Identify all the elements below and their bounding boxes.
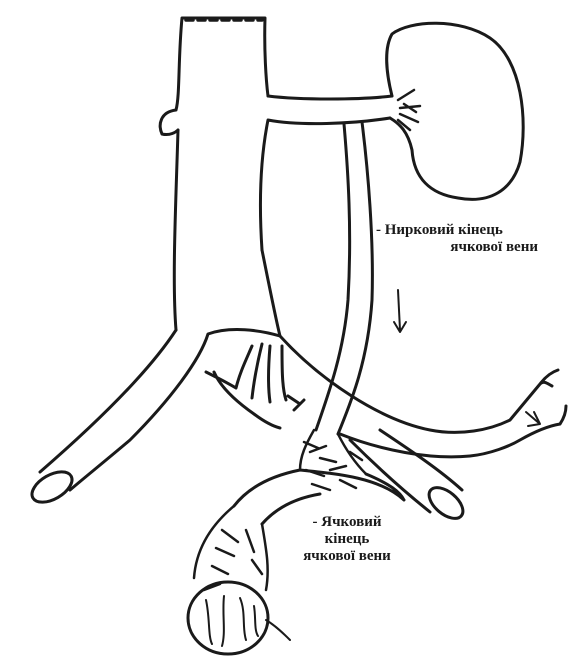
flow-arrow-upper [394,290,406,332]
left-iliac-vein [40,250,280,490]
testis-veins [206,596,290,646]
label-testicular-end-line1: - Ячковий [282,514,412,531]
label-testicular-end-line3: ячкової вени [282,548,412,565]
kidney [387,23,523,199]
testicular-vein [316,122,372,434]
label-testicular-end: - Ячковий кінець ячкової вени [282,514,412,565]
vena-cava-trunk [160,18,268,330]
label-renal-end-line1: - Нирковий кінець [372,222,552,239]
flow-arrow-right-branch [526,412,540,426]
label-renal-end: - Нирковий кінець ячкової вени [372,222,552,256]
internal-iliac-branches [206,344,304,428]
kidney-hilum-vessels [398,90,420,130]
scrotal-veins [194,506,268,590]
label-renal-end-line2: ячкової вени [372,239,552,256]
label-testicular-end-line2: кінець [282,531,412,548]
left-iliac-cut-end [27,466,77,509]
right-iliac-vein [280,336,566,457]
